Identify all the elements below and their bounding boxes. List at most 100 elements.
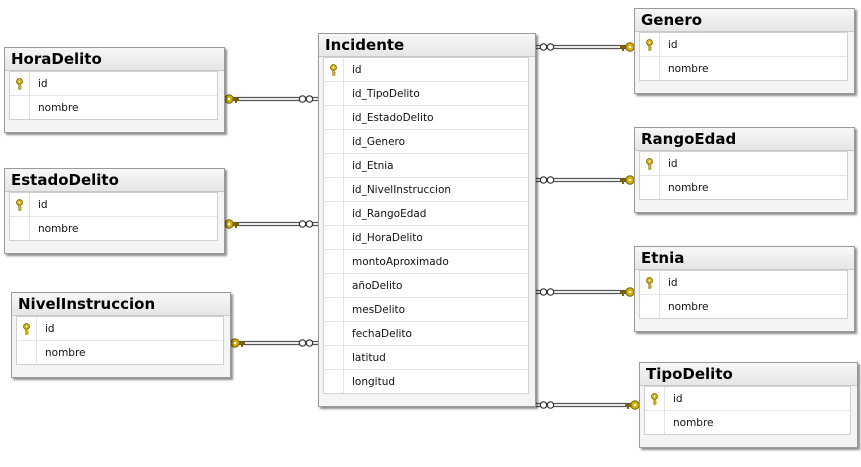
column-selector — [324, 226, 344, 249]
column-name: montoAproximado — [352, 255, 449, 268]
column-name: nombre — [668, 181, 709, 194]
column-list: id nombre — [9, 71, 218, 120]
column-row[interactable]: añoDelito — [324, 274, 528, 298]
table-incidente[interactable]: Incidente id id_TipoDelito id_EstadoDelito… — [318, 33, 536, 407]
column-name: nombre — [38, 101, 79, 114]
column-row[interactable]: fechaDelito — [324, 322, 528, 346]
column-selector — [324, 370, 344, 393]
table-title: Etnia — [635, 247, 854, 270]
infinity-icon — [298, 339, 314, 347]
primary-key-icon — [645, 38, 654, 51]
column-row[interactable]: id — [645, 387, 850, 411]
column-row[interactable]: mesDelito — [324, 298, 528, 322]
table-estadodelito[interactable]: EstadoDelito id nombre — [4, 168, 225, 254]
primary-key-icon — [329, 63, 338, 76]
column-name: id — [668, 157, 678, 170]
column-name: id_NivelInstruccion — [352, 183, 452, 196]
column-row[interactable]: id_HoraDelito — [324, 226, 528, 250]
infinity-icon — [539, 176, 555, 184]
column-row[interactable]: latitud — [324, 346, 528, 370]
column-row[interactable]: id_TipoDelito — [324, 82, 528, 106]
column-selector — [324, 106, 344, 129]
column-name: id_TipoDelito — [352, 87, 420, 100]
column-name: nombre — [668, 300, 709, 313]
table-genero[interactable]: Genero id nombre — [634, 8, 855, 94]
column-row[interactable]: nombre — [640, 176, 847, 199]
column-selector — [324, 346, 344, 369]
column-row[interactable]: id — [10, 193, 217, 217]
table-title: Incidente — [319, 34, 535, 57]
column-row[interactable]: id — [640, 271, 847, 295]
column-row[interactable]: id_Etnia — [324, 154, 528, 178]
column-row[interactable]: id_EstadoDelito — [324, 106, 528, 130]
column-name: id — [673, 392, 683, 405]
table-title: EstadoDelito — [5, 169, 224, 192]
column-row[interactable]: nombre — [640, 57, 847, 80]
column-row[interactable]: id_Genero — [324, 130, 528, 154]
column-selector — [10, 72, 30, 95]
column-row[interactable]: nombre — [640, 295, 847, 318]
column-name: nombre — [38, 222, 79, 235]
infinity-icon — [539, 288, 555, 296]
column-row[interactable]: nombre — [10, 96, 217, 119]
column-row[interactable]: montoAproximado — [324, 250, 528, 274]
column-selector — [324, 130, 344, 153]
column-name: latitud — [352, 351, 386, 364]
primary-key-icon — [645, 276, 654, 289]
column-selector — [324, 58, 344, 81]
column-row[interactable]: id — [640, 33, 847, 57]
column-name: id — [38, 77, 48, 90]
column-list: id nombre — [639, 270, 848, 319]
key-icon — [224, 219, 239, 229]
column-name: nombre — [668, 62, 709, 75]
column-row[interactable]: id_RangoEdad — [324, 202, 528, 226]
column-list: id nombre — [9, 192, 218, 241]
column-name: id_Etnia — [352, 159, 394, 172]
column-selector — [640, 152, 660, 175]
primary-key-icon — [15, 77, 24, 90]
key-icon — [230, 338, 245, 348]
column-name: id — [668, 38, 678, 51]
column-list: id nombre — [639, 151, 848, 200]
column-name: fechaDelito — [352, 327, 412, 340]
column-row[interactable]: id — [640, 152, 847, 176]
column-row[interactable]: nombre — [645, 411, 850, 434]
column-list: id nombre — [644, 386, 851, 435]
column-row[interactable]: id — [324, 58, 528, 82]
column-name: id_Genero — [352, 135, 406, 148]
column-row[interactable]: nombre — [10, 217, 217, 240]
column-row[interactable]: id — [17, 317, 223, 341]
column-selector — [17, 317, 37, 340]
column-selector — [640, 295, 660, 318]
column-selector — [640, 176, 660, 199]
infinity-icon — [539, 43, 555, 51]
table-title: NivelInstruccion — [12, 293, 230, 316]
column-row[interactable]: nombre — [17, 341, 223, 364]
column-selector — [10, 193, 30, 216]
column-selector — [640, 57, 660, 80]
key-icon — [620, 42, 635, 52]
column-name: longitud — [352, 375, 396, 388]
table-etnia[interactable]: Etnia id nombre — [634, 246, 855, 332]
column-selector — [324, 154, 344, 177]
column-row[interactable]: longitud — [324, 370, 528, 393]
table-title: Genero — [635, 9, 854, 32]
column-row[interactable]: id — [10, 72, 217, 96]
column-selector — [645, 387, 665, 410]
column-selector — [324, 202, 344, 225]
column-selector — [324, 274, 344, 297]
column-name: id_RangoEdad — [352, 207, 427, 220]
column-row[interactable]: id_NivelInstruccion — [324, 178, 528, 202]
column-list: id nombre — [639, 32, 848, 81]
column-name: añoDelito — [352, 279, 403, 292]
column-name: nombre — [673, 416, 714, 429]
column-selector — [324, 298, 344, 321]
primary-key-icon — [650, 392, 659, 405]
column-name: id — [38, 198, 48, 211]
